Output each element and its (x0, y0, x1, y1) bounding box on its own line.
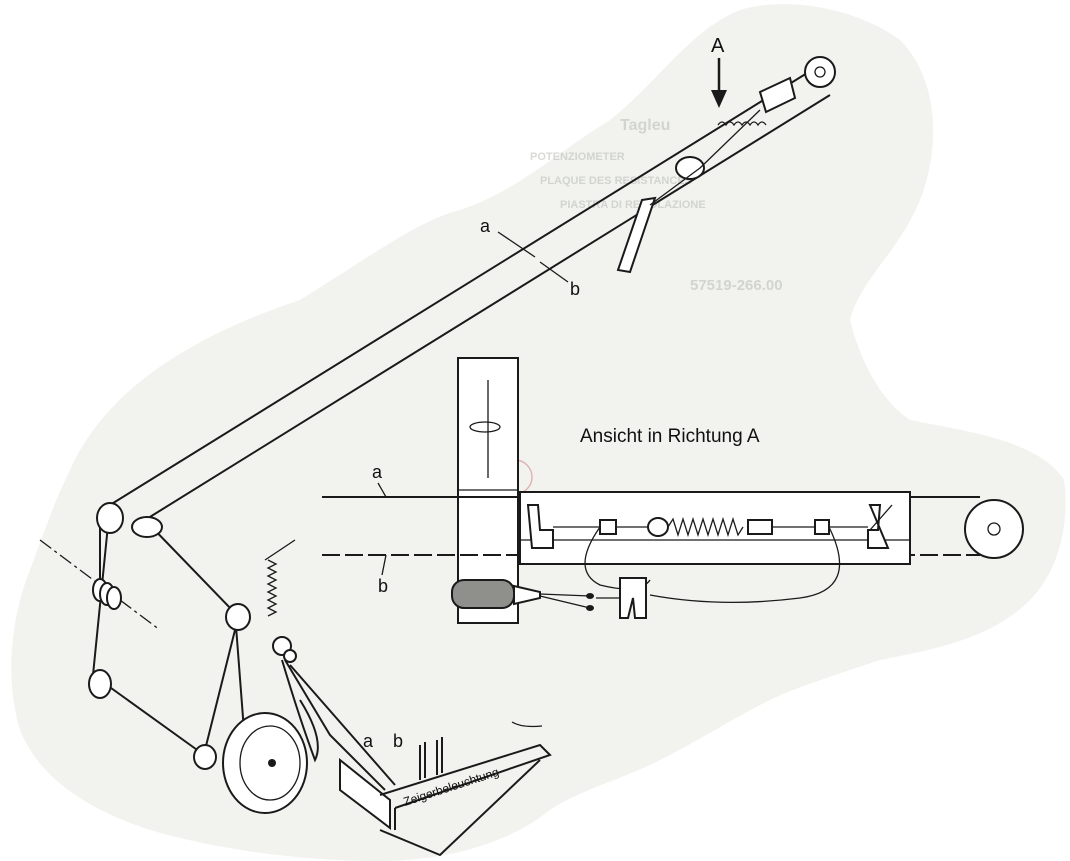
lower-clamp (619, 577, 647, 619)
illumination-plate (379, 743, 552, 857)
illumination-pins (419, 737, 443, 780)
drum-wheel (222, 712, 308, 814)
wire-b-leader-top (539, 261, 569, 283)
spring-connector (747, 519, 773, 535)
left-hook (526, 504, 554, 549)
pulley-top-left (96, 502, 124, 534)
arrow-a-label: A (711, 35, 725, 57)
drum-wheel-hub (268, 759, 276, 767)
wire-a-leader-view (377, 482, 387, 498)
carriage-frame (519, 491, 911, 565)
lamp-socket (513, 584, 541, 606)
spring-clip-right (814, 519, 830, 535)
pointer-arm (616, 196, 657, 274)
wire-a-label-view: a (372, 462, 383, 482)
spring-barrel (647, 517, 669, 537)
view-spring (667, 516, 744, 538)
pulley-system (39, 502, 396, 814)
illumination-bracket (339, 757, 391, 831)
view-direction-a: Ansicht in Richtung A a b (322, 357, 1024, 624)
bleed-line-2: POTENZIOMETER (530, 151, 625, 163)
wire-b-leader-view (381, 554, 387, 576)
view-pulley (964, 499, 1024, 559)
bleed-line-3: PLAQUE DES RESISTANCES (540, 175, 692, 187)
lamp-contact-2 (586, 605, 594, 611)
wire-b-label-bottom: b (393, 731, 403, 751)
lamp-leads (539, 593, 620, 609)
slider-spring (717, 121, 767, 127)
pulley-bottom-left (88, 669, 112, 699)
dial-edge (511, 721, 543, 728)
spring-clip-left (599, 519, 617, 535)
wire-a-label-top: a (480, 216, 491, 236)
boom-assembly: A a b (109, 35, 836, 521)
right-hook (867, 504, 890, 549)
wire-a-label-bottom: a (363, 731, 374, 751)
pulley-top-right (131, 516, 163, 538)
boom-strip (109, 69, 831, 521)
bleed-partno: 57519-266.00 (690, 277, 783, 294)
lamp-bulb (451, 579, 515, 609)
view-pulley-hub (987, 522, 1001, 536)
pulley-mid-right (225, 603, 251, 631)
view-spring-assembly (553, 516, 868, 538)
bleed-line-1: Tagleu (620, 117, 670, 134)
pointer-link (649, 109, 761, 206)
paper-background (11, 4, 1066, 861)
pulley-bottom (193, 744, 217, 770)
view-title: Ansicht in Richtung A (580, 426, 760, 447)
end-pulley-hub (814, 66, 826, 78)
spring-rod (264, 539, 296, 561)
bleed-line-4: PIASTRA DI REGOLAZIONE (560, 199, 706, 211)
wire-b-label-top: b (570, 279, 580, 299)
wire-b-label-view: b (378, 576, 388, 596)
arrow-a-head (711, 90, 727, 108)
spring-hook (283, 649, 297, 663)
plate-slot-window (469, 421, 501, 433)
end-pulley (804, 56, 836, 88)
lamp-contact-1 (586, 593, 594, 599)
tension-spring (266, 559, 278, 617)
wire-a-leader-top (497, 231, 536, 258)
bleed-through-text: Tagleu POTENZIOMETER PLAQUE DES RESISTAN… (530, 117, 783, 294)
right-hook-lip (869, 504, 893, 531)
carriage-block (758, 76, 797, 114)
shaft-coil (92, 578, 122, 610)
drum-wheel-inner (239, 725, 301, 801)
cable-to-indicator (281, 659, 396, 791)
slider-roller (675, 156, 705, 180)
